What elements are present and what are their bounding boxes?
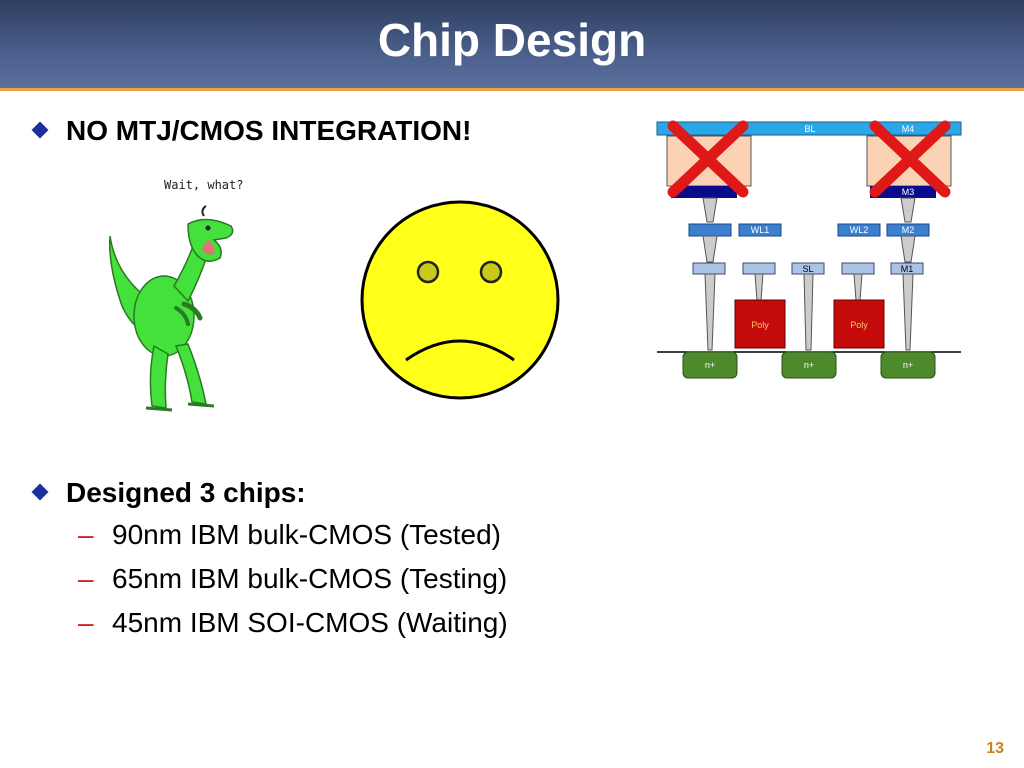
contact-d bbox=[902, 273, 914, 351]
dinosaur-icon bbox=[109, 205, 234, 412]
bullet-diamond-icon bbox=[31, 483, 49, 501]
n-plus-left bbox=[682, 351, 738, 379]
m3-pad-left bbox=[671, 186, 737, 198]
bullet-designed-chips: Designed 3 chips: bbox=[31, 476, 306, 510]
page-number: 13 bbox=[986, 740, 1004, 757]
sad-face-icon bbox=[360, 200, 560, 400]
label-m4: M4 bbox=[902, 124, 915, 134]
slide-title: Chip Design bbox=[377, 14, 647, 66]
m1-pad-b bbox=[742, 262, 776, 275]
label-poly-2: Poly bbox=[850, 320, 868, 330]
contact-b bbox=[754, 273, 764, 301]
cross-mark-left-icon bbox=[667, 120, 749, 198]
cross-section-diagram: BL M4 M3 WL1 WL2 M2 SL M1 Poly Poly n+ n… bbox=[656, 120, 962, 379]
m2-pad-left bbox=[688, 223, 732, 237]
n-plus-mid bbox=[781, 351, 837, 379]
sub-bullet-65nm: – 65nm IBM bulk-CMOS (Testing) bbox=[78, 562, 507, 596]
contact-sl bbox=[803, 273, 814, 351]
contact-a bbox=[704, 273, 716, 351]
m1-pad-c bbox=[841, 262, 875, 275]
wl2-line bbox=[837, 223, 881, 237]
contact-c bbox=[853, 273, 863, 301]
label-bl: BL bbox=[804, 124, 815, 134]
sub-bullet-text: 65nm IBM bulk-CMOS (Testing) bbox=[112, 563, 508, 594]
label-wl2: WL2 bbox=[850, 225, 869, 235]
m3-pad-right bbox=[870, 186, 936, 198]
sub-bullet-45nm: – 45nm IBM SOI-CMOS (Waiting) bbox=[78, 606, 508, 640]
slide-header bbox=[0, 0, 1024, 88]
label-n3: n+ bbox=[903, 360, 913, 370]
m1-pad-a bbox=[692, 262, 726, 275]
label-n1: n+ bbox=[705, 360, 715, 370]
via-m2m1-b bbox=[900, 235, 916, 263]
wl1-line bbox=[738, 223, 782, 237]
n-plus-right bbox=[880, 351, 936, 379]
label-m3: M3 bbox=[902, 187, 915, 197]
label-poly-1: Poly bbox=[751, 320, 769, 330]
dinosaur-speech: Wait, what? bbox=[164, 178, 244, 192]
via-m2m1-a bbox=[702, 235, 718, 263]
bullet-text: NO MTJ/CMOS INTEGRATION! bbox=[66, 115, 472, 146]
header-rule bbox=[0, 88, 1024, 91]
sub-bullet-text: 90nm IBM bulk-CMOS (Tested) bbox=[112, 519, 501, 550]
label-n2: n+ bbox=[804, 360, 814, 370]
cross-mark-right-icon bbox=[869, 120, 951, 198]
sub-bullet-text: 45nm IBM SOI-CMOS (Waiting) bbox=[112, 607, 508, 638]
sub-bullet-90nm: – 90nm IBM bulk-CMOS (Tested) bbox=[78, 518, 501, 552]
sub-bullet-dash: – bbox=[78, 519, 94, 550]
label-wl1: WL1 bbox=[751, 225, 770, 235]
sub-bullet-dash: – bbox=[78, 607, 94, 638]
bullet-text: Designed 3 chips: bbox=[66, 477, 306, 508]
via-right bbox=[900, 197, 916, 223]
via-left bbox=[702, 197, 718, 223]
label-m1: M1 bbox=[901, 264, 914, 274]
label-sl: SL bbox=[802, 264, 813, 274]
poly-gate-left bbox=[734, 299, 786, 349]
bullet-diamond-icon bbox=[31, 121, 49, 139]
poly-gate-right bbox=[833, 299, 885, 349]
label-m2: M2 bbox=[902, 225, 915, 235]
sub-bullet-dash: – bbox=[78, 563, 94, 594]
bullet-no-integration: NO MTJ/CMOS INTEGRATION! bbox=[31, 114, 472, 148]
